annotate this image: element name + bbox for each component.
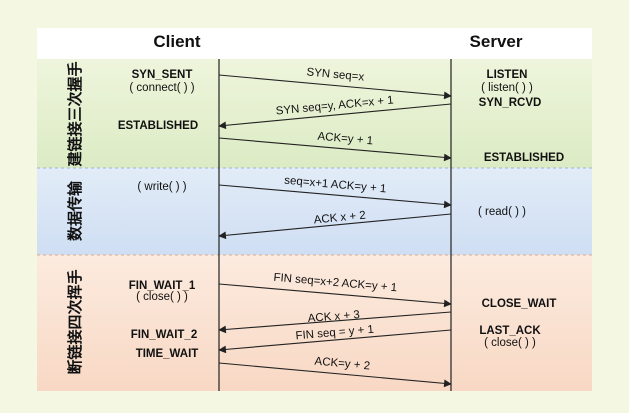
server-header: Server [470, 32, 523, 51]
server-state-listen: LISTEN [487, 69, 528, 81]
server-state-last-ack: LAST_ACK [479, 325, 541, 337]
arrow-data-seq [218, 184, 452, 209]
client-call-close: ( close( ) ) [136, 291, 188, 303]
transfer-band [37, 168, 592, 255]
client-call-write: ( write( ) ) [137, 181, 186, 193]
message-final-ack: ACK=y + 2 [314, 356, 370, 373]
server-call-read: ( read( ) ) [478, 206, 526, 218]
message-ack-fin: ACK x + 3 [307, 309, 360, 325]
phase-label-teardown: 断链接四次挥手 [66, 269, 84, 374]
arrow-fin-server [218, 329, 452, 354]
client-state-established: ESTABLISHED [118, 120, 198, 132]
arrow-syn [218, 74, 452, 100]
server-state-established: ESTABLISHED [484, 152, 564, 164]
arrow-final-ack [218, 362, 452, 388]
arrow-ack [218, 137, 452, 162]
arrow-syn-ack [218, 103, 452, 130]
client-state-time-wait: TIME_WAIT [136, 348, 199, 360]
server-call-listen: ( listen( ) ) [481, 82, 533, 94]
message-ack: ACK=y + 1 [317, 131, 373, 148]
client-state-fin-wait-2: FIN_WAIT_2 [131, 329, 197, 341]
arrow-ack-fin [218, 311, 452, 334]
client-state-syn-sent: SYN_SENT [132, 69, 193, 81]
handshake-band [37, 59, 592, 168]
client-state-fin-wait-1: FIN_WAIT_1 [129, 280, 196, 292]
arrow-data-ack [218, 213, 452, 240]
server-call-close: ( close( ) ) [484, 337, 536, 349]
arrow-fin-client [218, 283, 452, 308]
server-state-close-wait: CLOSE_WAIT [482, 298, 557, 310]
header-strip [37, 28, 592, 59]
server-state-syn-rcvd: SYN_RCVD [479, 97, 542, 109]
phase-label-transfer: 数据传输 [66, 180, 84, 241]
client-header: Client [153, 32, 201, 51]
phase-label-handshake: 建链接三次握手 [66, 61, 84, 166]
message-syn: SYN seq=x [306, 66, 365, 83]
client-call-connect: ( connect( ) ) [129, 82, 194, 94]
message-data-ack: ACK x + 2 [313, 210, 366, 227]
